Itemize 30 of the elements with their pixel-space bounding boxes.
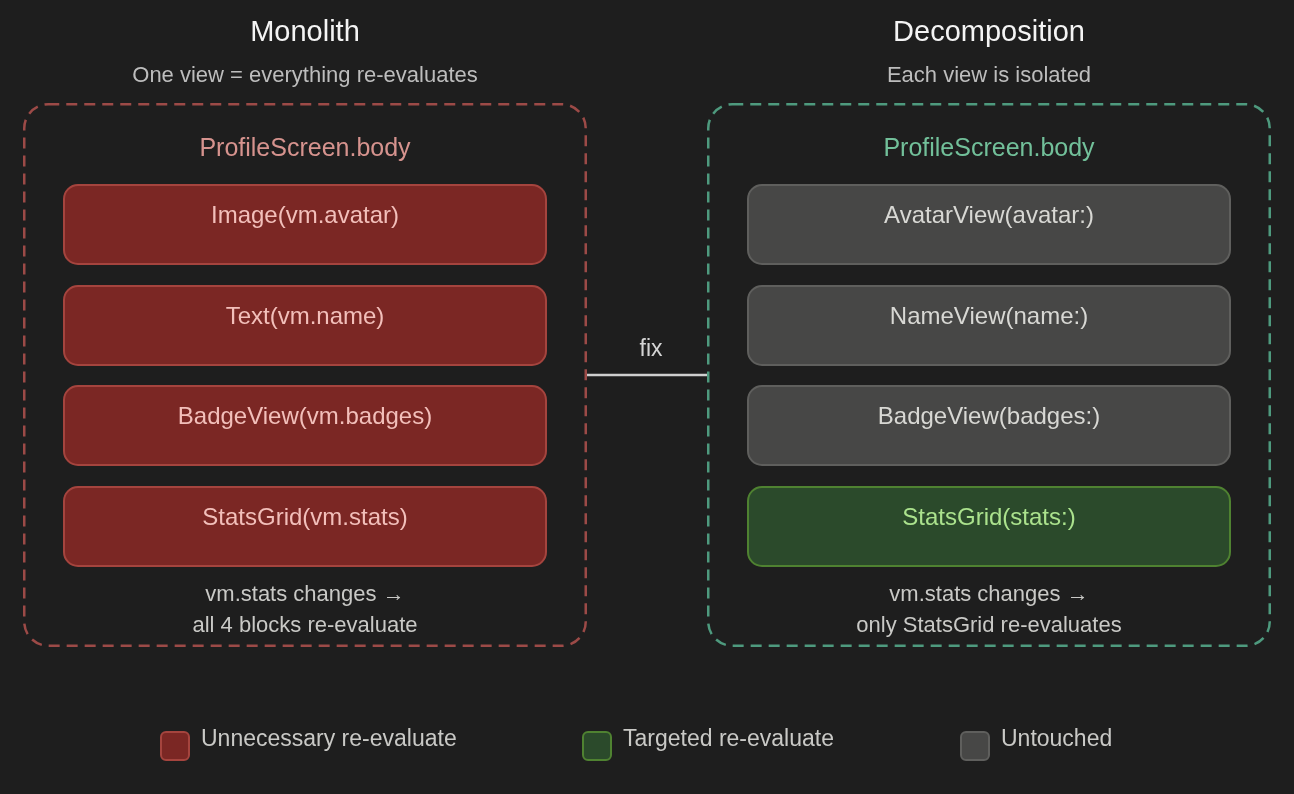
panel-title: Decomposition (893, 14, 1085, 49)
view-label: NameView(name:) (889, 301, 1089, 331)
view-label: StatsGrid(stats:) (902, 502, 1076, 532)
view-block (63, 486, 547, 567)
panel-subtitle: One view = everything re-evaluates (132, 61, 478, 89)
footer-note: vm.stats changes → only StatsGrid re-evaluates (856, 580, 1122, 639)
connector-line (587, 373, 707, 377)
legend-label: Untouched (1001, 724, 1113, 753)
view-block (747, 385, 1231, 466)
view-label: Image(vm.avatar) (210, 200, 400, 230)
dashed-container (707, 103, 1271, 647)
legend-label: Targeted re-evaluate (623, 724, 834, 753)
view-label: Text(vm.name) (225, 301, 385, 331)
dashed-container (23, 103, 587, 647)
legend-label: Unnecessary re-evaluate (201, 724, 457, 753)
view-label: AvatarView(avatar:) (884, 200, 1094, 230)
panel-subtitle: Each view is isolated (886, 61, 1092, 89)
view-label: BadgeView(badges:) (877, 401, 1101, 431)
view-block (747, 486, 1231, 567)
view-block (747, 285, 1231, 366)
panel-title: Monolith (250, 14, 360, 49)
view-label: BadgeView(vm.badges) (177, 401, 433, 431)
view-block (63, 385, 547, 466)
footer-note: vm.stats changes → all 4 blocks re-evaluate (192, 580, 418, 639)
view-label: StatsGrid(vm.stats) (202, 502, 408, 532)
container-heading: ProfileScreen.body (199, 132, 411, 162)
view-block (63, 184, 547, 265)
container-heading: ProfileScreen.body (883, 132, 1095, 162)
view-block (63, 285, 547, 366)
view-block (747, 184, 1231, 265)
